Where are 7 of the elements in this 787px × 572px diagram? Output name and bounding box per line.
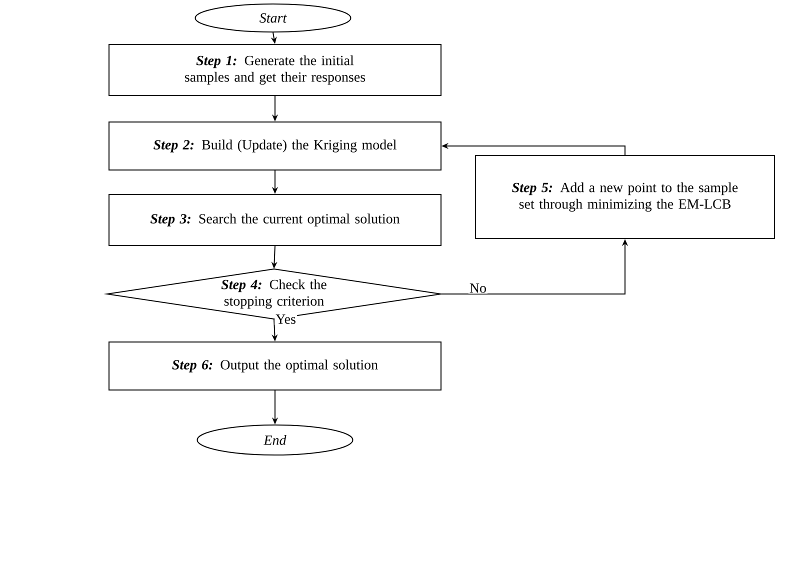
process-box: Step 5: Add a new point to the sample set through minimizing the EM-LCB: [475, 155, 775, 239]
process-box: Step 2: Build (Update) the Kriging model: [108, 122, 442, 170]
process-box: Step 3: Search the current optimal solution: [108, 194, 442, 246]
edge-label: Yes: [276, 314, 296, 324]
edge-label: No: [470, 283, 486, 293]
process-box: Step 1: Generate the initial samples and get their responses: [108, 44, 442, 96]
process-box: Step 6: Output the optimal solution: [108, 342, 442, 390]
